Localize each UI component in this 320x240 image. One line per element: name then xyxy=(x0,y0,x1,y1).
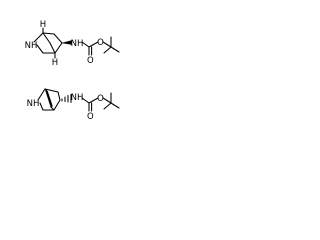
bond xyxy=(103,102,112,110)
molecule-2: NH NH O O xyxy=(27,88,120,122)
bond xyxy=(49,42,56,54)
atom-carbonyl-o: O xyxy=(87,112,94,122)
wedge-bond xyxy=(61,40,72,45)
bond xyxy=(102,41,112,48)
atom-amide-nh: NH xyxy=(71,39,84,49)
bond xyxy=(53,99,61,111)
wedge-bond xyxy=(44,88,53,109)
atom-h-bottom: H xyxy=(52,58,58,68)
bond xyxy=(53,33,63,44)
bond xyxy=(42,32,51,44)
bond xyxy=(110,102,120,109)
bond xyxy=(102,97,112,104)
bond xyxy=(50,106,55,111)
bond xyxy=(81,97,90,104)
bond xyxy=(103,46,112,54)
bond xyxy=(42,32,55,35)
bond xyxy=(44,88,59,93)
bond xyxy=(88,97,99,104)
bond xyxy=(54,42,63,54)
atom-ring-nh: NH xyxy=(27,99,40,109)
hashed-bond xyxy=(61,93,72,104)
bond xyxy=(110,46,120,53)
structure-drawing: H NH H NH O O NH xyxy=(25,20,120,122)
bond xyxy=(39,102,44,111)
bond xyxy=(37,88,46,101)
atom-ring-nh: NH xyxy=(25,41,38,51)
atom-ether-o: O xyxy=(97,94,104,104)
atom-carbonyl-o: O xyxy=(87,56,94,66)
atom-ether-o: O xyxy=(97,38,104,48)
bond xyxy=(36,44,44,54)
atom-h-top: H xyxy=(40,20,46,30)
bond xyxy=(57,91,61,101)
structure-canvas: H NH H NH O O NH xyxy=(0,0,152,152)
molecule-1: H NH H NH O O xyxy=(25,20,120,68)
bond xyxy=(81,41,90,48)
bond xyxy=(33,32,44,43)
atom-amide-nh: NH xyxy=(71,93,84,103)
bond xyxy=(88,41,99,48)
